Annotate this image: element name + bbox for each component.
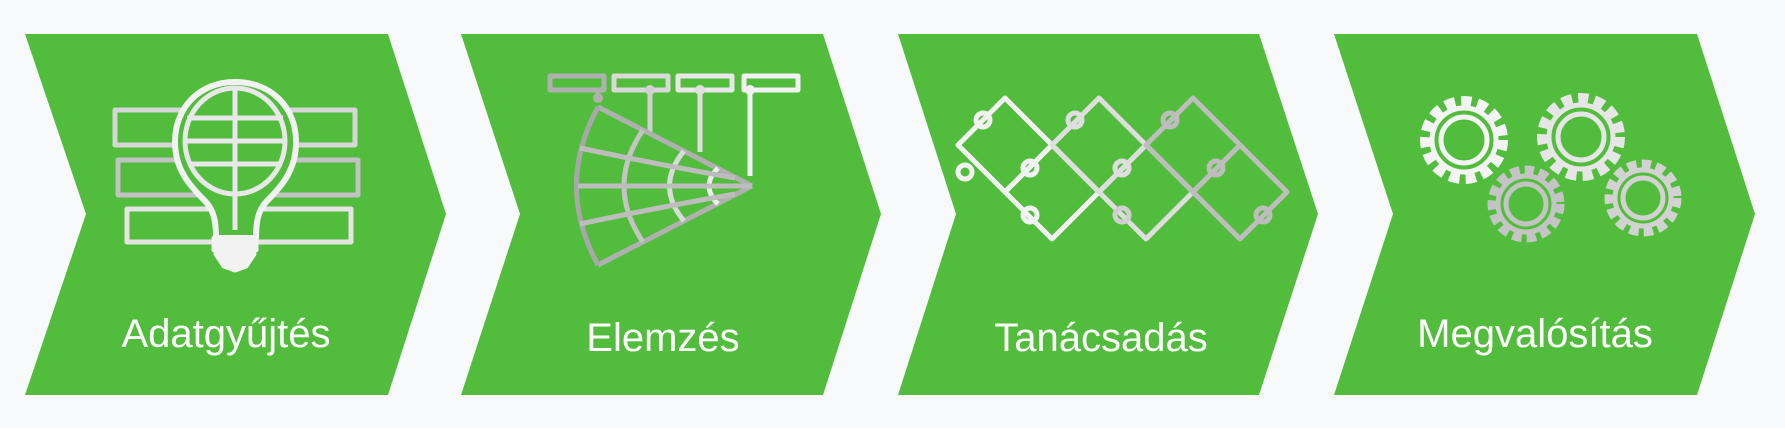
gears-icon [1420, 93, 1682, 243]
process-step-3: Tanácsadás [898, 34, 1318, 395]
process-step-4: Megvalósítás [1334, 34, 1755, 395]
chevron-shape [898, 34, 1318, 395]
lightbulb-with-data-bars-icon [112, 79, 361, 273]
step-label-megvalositas: Megvalósítás [1417, 312, 1653, 356]
puzzle-pieces-icon [955, 95, 1290, 242]
segmented-cone-analysis-icon [547, 73, 801, 268]
chevron-shape [461, 34, 881, 395]
step-label-elemzes: Elemzés [586, 316, 739, 360]
step-label-adatgyujtes: Adatgyűjtés [121, 312, 330, 356]
step-label-tanacsadas: Tanácsadás [994, 316, 1207, 360]
process-step-1: Adatgyűjtés [25, 34, 446, 395]
process-step-2: Elemzés [461, 34, 881, 395]
